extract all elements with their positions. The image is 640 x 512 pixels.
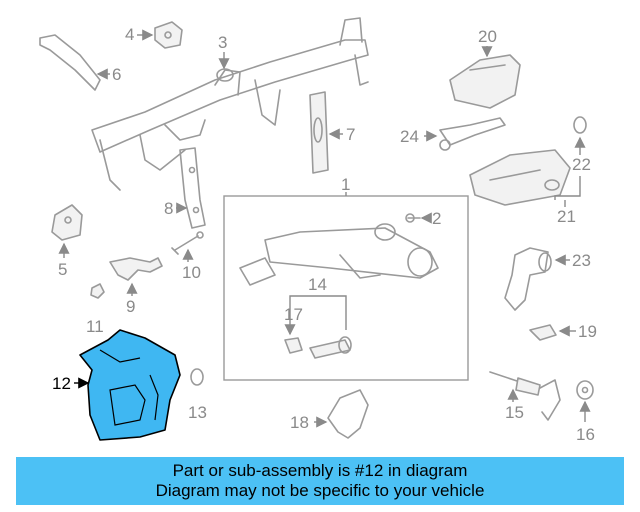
part-10-bolt xyxy=(171,231,204,255)
callout-8: 8 xyxy=(164,199,173,218)
callout-20: 20 xyxy=(478,27,497,46)
part-6-bracket xyxy=(39,34,101,91)
part-9-mount xyxy=(109,257,163,281)
part-23-lever xyxy=(504,247,552,311)
callout-18: 18 xyxy=(290,413,309,432)
callout-14: 14 xyxy=(308,275,327,294)
banner-line-1: Part or sub-assembly is #12 in diagram xyxy=(172,461,468,480)
part-12-cover xyxy=(79,329,181,441)
part-13-ring xyxy=(190,368,204,386)
callout-10: 10 xyxy=(182,263,201,282)
part-16-washer xyxy=(576,380,594,400)
part-19-clip xyxy=(529,324,557,341)
callout-11: 11 xyxy=(86,317,104,336)
part-8-bracket xyxy=(179,147,206,229)
part-7-strip xyxy=(309,91,329,174)
callout-9: 9 xyxy=(126,297,135,316)
part-20-shroud xyxy=(449,54,521,109)
callout-5: 5 xyxy=(58,260,67,279)
callout-15: 15 xyxy=(505,403,524,422)
part-14-17-group xyxy=(284,295,352,359)
fitment-banner: Part or sub-assembly is #12 in diagram D… xyxy=(16,457,624,505)
part-24-switch xyxy=(439,117,506,151)
part-18-bracket xyxy=(327,389,369,439)
callout-2: 2 xyxy=(432,209,441,228)
part-4-bracket xyxy=(154,21,183,49)
callout-16: 16 xyxy=(576,425,595,444)
callout-7: 7 xyxy=(346,125,355,144)
callout-21: 21 xyxy=(557,207,576,226)
callout-4: 4 xyxy=(125,25,134,44)
callout-3: 3 xyxy=(218,33,227,52)
callout-23: 23 xyxy=(572,251,591,270)
part-5-bracket xyxy=(51,204,83,241)
part-2-screw xyxy=(405,213,421,223)
part-11-nut xyxy=(90,283,105,299)
part-15-sensor xyxy=(489,371,561,421)
callout-22: 22 xyxy=(572,155,591,174)
callout-17: 17 xyxy=(284,305,303,324)
callout-24: 24 xyxy=(400,127,419,146)
callout-6: 6 xyxy=(112,65,121,84)
callout-13: 13 xyxy=(188,403,207,422)
part-21-housing xyxy=(469,149,571,206)
part-22-ring xyxy=(573,116,587,134)
parts-diagram: 3 4 6 7 8 5 9 10 xyxy=(39,17,597,444)
part-3-crossbeam xyxy=(91,17,369,191)
banner-line-2: Diagram may not be specific to your vehi… xyxy=(155,481,485,500)
callout-1: 1 xyxy=(341,175,350,194)
callout-12: 12 xyxy=(52,374,71,393)
callout-19: 19 xyxy=(578,322,597,341)
